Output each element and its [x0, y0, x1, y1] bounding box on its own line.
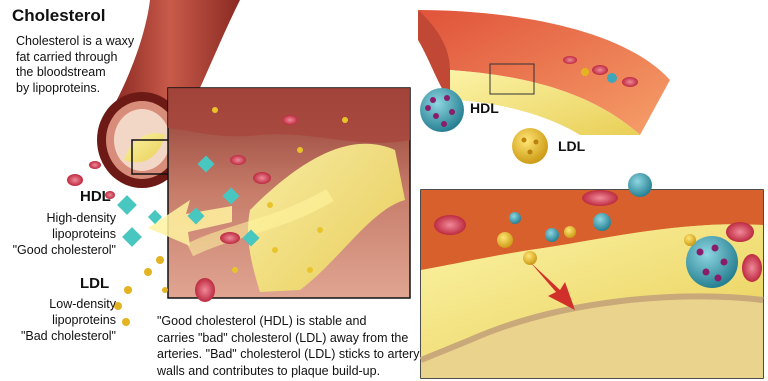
caption-line: arteries. "Bad" cholesterol (LDL) sticks… — [157, 346, 422, 363]
hdl-label-left: HDL — [80, 188, 111, 205]
intro-line: Cholesterol is a waxy — [16, 34, 136, 50]
ldl-desc-line: lipoproteins — [8, 312, 116, 328]
intro-line: fat carried through — [16, 50, 136, 66]
caption: "Good cholesterol (HDL) is stable and ca… — [157, 313, 422, 379]
hdl-desc-line: lipoproteins — [8, 226, 116, 242]
intro-line: by lipoproteins. — [16, 81, 136, 97]
diagram-title: Cholesterol — [12, 6, 106, 26]
caption-line: carries "bad" cholesterol (LDL) away fro… — [157, 330, 422, 347]
ldl-label-right: LDL — [558, 138, 585, 154]
hdl-label-right: HDL — [470, 100, 499, 116]
ldl-desc-line: Low-density — [8, 296, 116, 312]
intro-text: Cholesterol is a waxy fat carried throug… — [16, 34, 136, 96]
hdl-particle-icon — [420, 88, 464, 132]
left-magnified-section — [148, 88, 410, 302]
hdl-desc-line: "Good cholesterol" — [8, 242, 116, 258]
hdl-description: High-density lipoproteins "Good choleste… — [8, 210, 116, 258]
intro-line: the bloodstream — [16, 65, 136, 81]
ldl-description: Low-density lipoproteins "Bad cholestero… — [8, 296, 116, 344]
caption-line: "Good cholesterol (HDL) is stable and — [157, 313, 422, 330]
caption-line: walls and contributes to plaque build-up… — [157, 363, 422, 380]
ldl-label-left: LDL — [80, 275, 109, 292]
right-zoom-section — [421, 173, 763, 378]
hdl-desc-line: High-density — [8, 210, 116, 226]
ldl-desc-line: "Bad cholesterol" — [8, 328, 116, 344]
ldl-particle-icon — [512, 128, 548, 164]
